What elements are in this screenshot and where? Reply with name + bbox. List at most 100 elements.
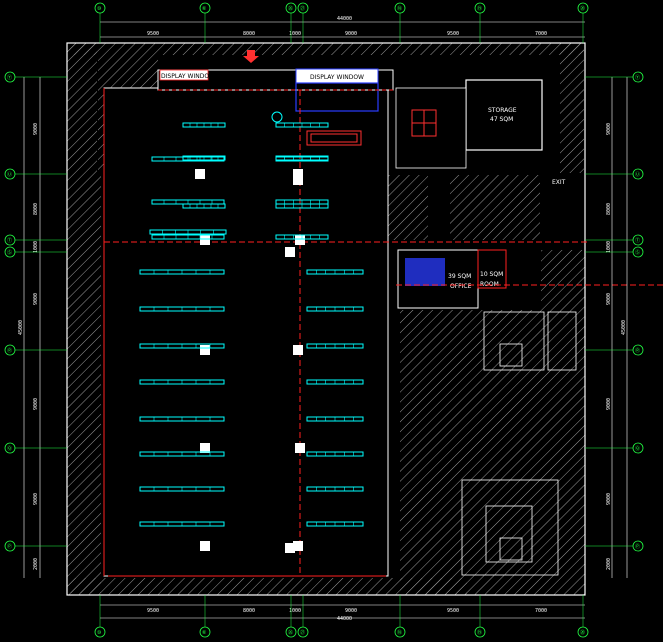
bottom-seg-5: 9500 (447, 608, 459, 614)
left-seg-5: 9000 (33, 398, 39, 410)
grid-row-label: Ⓟ (7, 543, 12, 550)
left-seg-6: 9000 (33, 493, 39, 505)
shelf-unit (275, 234, 329, 240)
right-seg-2: 8000 (606, 203, 612, 215)
grid-column-label: ⑩ (97, 630, 102, 636)
checkout-counter (306, 130, 362, 146)
top-seg-1: 9500 (147, 31, 159, 37)
bottom-total: 44000 (337, 616, 352, 622)
shelf-unit (306, 269, 364, 275)
display-table (411, 109, 437, 137)
grid-row-label: Ⓨ (7, 74, 12, 81)
office-area: 39 SQM (448, 273, 471, 280)
shelf-unit (306, 343, 364, 349)
shelf-unit (139, 343, 225, 349)
shelf-unit (182, 122, 226, 128)
shelf-unit (306, 451, 364, 457)
storage-name: STORAGE (488, 107, 517, 114)
left-dim-labels: 45000 9000 8000 1000 9000 9000 9000 2000 (18, 123, 39, 570)
grid-column-label: ⑥ (202, 630, 207, 636)
shelf-unit (275, 199, 329, 205)
grid-row-label: Ⓡ (635, 347, 640, 354)
column-pad (195, 169, 205, 179)
shelf-unit (306, 306, 364, 312)
right-dim-labels: 45000 9000 8000 1000 9000 9000 9000 2000 (606, 123, 627, 570)
small-room: 10 SQM ROOM (477, 249, 507, 289)
shelf-unit (306, 416, 364, 422)
shelf-unit (139, 379, 225, 385)
grid-column-label: ⑥ (202, 6, 207, 12)
bottom-seg-4: 9000 (345, 608, 357, 614)
grid-row-label: Ⓠ (7, 445, 12, 452)
grid-column-label: ⑳ (580, 629, 585, 636)
column-pads (195, 169, 305, 553)
column-pad (285, 247, 295, 257)
grid-column-label: ⑩ (97, 6, 102, 12)
top-seg-4: 9000 (345, 31, 357, 37)
grid-row-label: Ⓤ (7, 171, 12, 178)
bottom-seg-1: 9500 (147, 608, 159, 614)
left-seg-1: 9000 (33, 123, 39, 135)
shelf-unit (151, 234, 225, 240)
grid-row-label: Ⓠ (635, 445, 640, 452)
right-seg-6: 9000 (606, 493, 612, 505)
grid-row-label: Ⓨ (635, 74, 640, 81)
storage-area: 47 SQM (490, 116, 513, 123)
column-pad (200, 235, 210, 245)
display-window-right: DISPLAY WINDOW (295, 68, 379, 112)
grid-row-label: Ⓤ (635, 171, 640, 178)
grid-column-label: ⑲ (477, 5, 482, 12)
shelf-unit (306, 521, 364, 527)
display-window-left: DISPLAY WINDOW (159, 69, 215, 81)
display-window-right-label: DISPLAY WINDOW (310, 74, 364, 81)
grid-row-label: Ⓟ (635, 543, 640, 550)
column-pad (295, 443, 305, 453)
fire-lines (103, 88, 663, 577)
bottom-seg-2: 8000 (243, 608, 255, 614)
right-seg-1: 9000 (606, 123, 612, 135)
grid-row-label: Ⓣ (635, 237, 640, 244)
grid-column-label: ⑲ (477, 629, 482, 636)
display-window-left-label: DISPLAY WINDOW (161, 73, 215, 80)
column-pad (293, 345, 303, 355)
left-seg-7: 2000 (33, 558, 39, 570)
grid-column-label: ⑱ (397, 629, 402, 636)
office-room: 39 SQM OFFICE (397, 249, 479, 309)
right-seg-5: 9000 (606, 398, 612, 410)
column-pad (293, 175, 303, 185)
grid-column-label: ⑱ (397, 5, 402, 12)
sales-floor (103, 69, 394, 577)
shelf-unit (139, 486, 225, 492)
column-pad (285, 543, 295, 553)
bottom-seg-3: 1000 (289, 608, 301, 614)
shelf-unit (139, 306, 225, 312)
building-outline (66, 42, 586, 596)
shelf-unit (275, 122, 329, 128)
grid-column-label: ⑳ (580, 5, 585, 12)
room-area: 10 SQM (480, 271, 503, 278)
column-pad (295, 235, 305, 245)
storage-room: STORAGE 47 SQM (465, 79, 543, 151)
left-seg-2: 8000 (33, 203, 39, 215)
shelf-unit (139, 521, 225, 527)
shelf-unit (149, 229, 227, 235)
entrance-marker (243, 50, 283, 123)
stair-core-lower (461, 479, 559, 576)
bottom-seg-6: 7000 (535, 608, 547, 614)
top-total: 44000 (337, 16, 352, 22)
grid-row-label: Ⓡ (7, 347, 12, 354)
grid-column-label: ㉖ (288, 629, 293, 636)
shelf-unit (139, 269, 225, 275)
dimension-bottom (100, 604, 585, 619)
dimension-right (611, 77, 628, 578)
column-pad (293, 541, 303, 551)
office-name: OFFICE (450, 283, 472, 290)
shelf-unit (151, 199, 225, 205)
shelf-unit (306, 486, 364, 492)
grid-row-label: Ⓢ (635, 249, 640, 256)
right-seg-3: 1000 (606, 241, 612, 253)
shelf-unit (306, 379, 364, 385)
left-seg-4: 9000 (33, 293, 39, 305)
